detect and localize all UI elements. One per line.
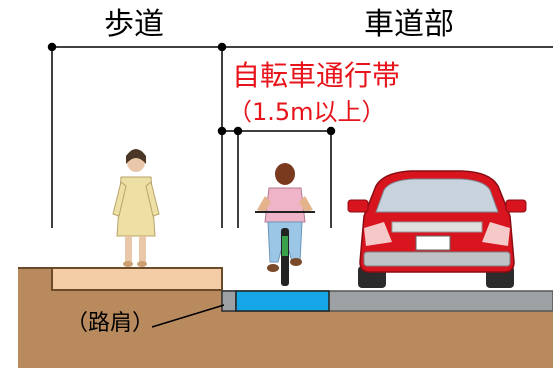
dimension-lines — [47, 42, 553, 328]
bike-lane-width-label: （1.5m以上） — [228, 98, 386, 126]
cyclist-icon — [255, 163, 315, 286]
sidewalk-label: 歩道 — [104, 7, 164, 42]
ground-outline — [18, 267, 53, 290]
bike-lane-surface — [235, 290, 330, 312]
shoulder-strip — [221, 290, 237, 312]
bike-lane-label: 自転車通行帯 — [232, 59, 401, 92]
ground — [18, 268, 553, 368]
roadway-label: 車道部 — [364, 7, 454, 42]
sidewalk-surface — [51, 267, 223, 291]
car-icon — [347, 170, 527, 288]
shoulder-label: （路肩） — [66, 311, 155, 336]
pedestrian-icon — [112, 149, 160, 267]
